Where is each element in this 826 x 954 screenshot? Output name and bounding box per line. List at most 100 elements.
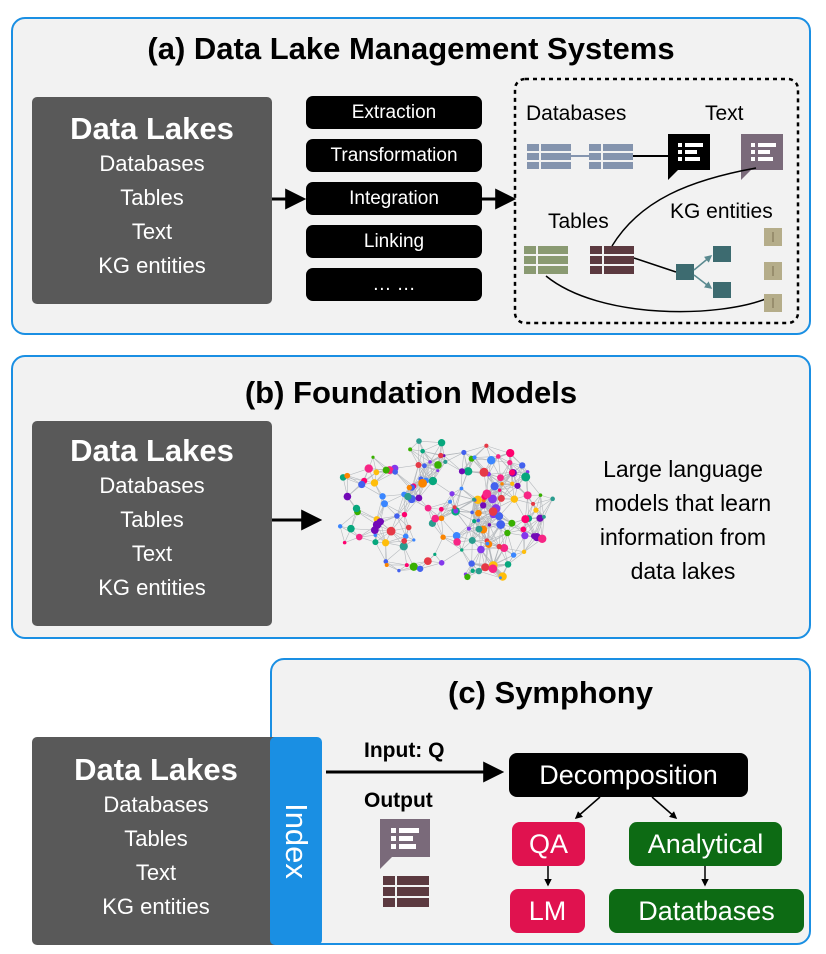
foundation-model-description: Large language models that learn informa… — [568, 452, 798, 588]
brain-node — [386, 526, 396, 536]
brain-node — [498, 576, 502, 580]
brain-node — [418, 478, 428, 488]
brain-node — [452, 505, 457, 510]
qa-box: QA — [512, 822, 585, 866]
brain-node — [443, 459, 448, 464]
lake-item: Databases — [99, 151, 205, 176]
brain-node — [490, 482, 499, 491]
kg-chain-icon — [764, 228, 782, 312]
brain-node — [401, 538, 408, 544]
brain-node — [449, 491, 455, 497]
lake-item: Tables — [120, 185, 184, 210]
output-label: Output — [364, 789, 433, 812]
step-extraction: Extraction — [306, 96, 482, 129]
brain-node — [472, 497, 476, 502]
brain-node — [431, 514, 440, 523]
step-linking: Linking — [306, 225, 482, 258]
brain-node — [521, 515, 530, 524]
brain-node — [372, 539, 379, 546]
table-icon — [524, 246, 568, 274]
lake-item: Tables — [124, 826, 188, 851]
brain-node — [436, 469, 440, 473]
brain-node — [428, 476, 438, 486]
lake-item: Text — [131, 541, 173, 566]
label-text: Text — [705, 102, 744, 125]
brain-node — [379, 493, 386, 500]
brain-node — [453, 538, 461, 546]
brain-node — [506, 448, 515, 458]
brain-node — [470, 510, 474, 515]
brain-node — [347, 524, 355, 533]
brain-node — [434, 461, 442, 469]
brain-node — [384, 562, 389, 567]
brain-node — [496, 520, 506, 529]
brain-node — [382, 466, 390, 474]
brain-node — [370, 479, 379, 487]
label-databases: Databases — [526, 102, 627, 125]
brain-node — [428, 460, 432, 464]
lake-item: KG entities — [98, 253, 206, 278]
brain-node — [536, 514, 544, 522]
brain-node — [508, 519, 516, 527]
brain-node — [461, 449, 467, 456]
brain-node — [452, 532, 461, 540]
brain-node — [458, 468, 466, 475]
brain-node — [424, 504, 432, 512]
brain-node — [438, 560, 445, 566]
brain-node — [438, 506, 444, 512]
brain-node — [392, 469, 398, 475]
brain-node — [438, 515, 445, 522]
brain-node — [383, 559, 389, 564]
description-line: Large language — [603, 456, 763, 482]
brain-node — [510, 495, 519, 503]
brain-node — [420, 448, 425, 454]
brain-node — [476, 518, 481, 523]
text-document-icon — [380, 819, 430, 869]
brain-node — [495, 454, 501, 459]
brain-node — [504, 529, 511, 537]
brain-node — [459, 486, 464, 491]
data-lakes-box-b: Data Lakes Databases Tables Text KG enti… — [32, 421, 272, 626]
brain-node — [464, 573, 471, 581]
step-integration: Integration — [306, 182, 482, 215]
decomposition-box: Decomposition — [509, 753, 748, 797]
brain-node — [440, 534, 446, 540]
databases-box: Datatbases — [609, 889, 804, 933]
brain-node — [408, 447, 413, 452]
brain-node — [472, 519, 477, 524]
brain-node — [485, 541, 490, 546]
brain-node — [406, 484, 413, 491]
brain-node — [373, 533, 378, 537]
brain-node — [497, 474, 504, 482]
brain-node — [404, 563, 409, 568]
brain-node — [542, 514, 546, 519]
brain-node — [468, 560, 475, 567]
brain-node — [416, 565, 424, 572]
lake-item: Text — [131, 219, 173, 244]
brain-node — [399, 542, 408, 551]
label-tables: Tables — [548, 210, 609, 233]
brain-node — [531, 501, 536, 506]
data-lakes-title: Data Lakes — [70, 433, 234, 468]
lake-item: Databases — [99, 473, 205, 498]
brain-node — [470, 568, 475, 573]
brain-node — [477, 545, 485, 554]
brain-node — [344, 472, 351, 479]
input-label: Input: Q — [364, 739, 445, 762]
brain-node — [500, 482, 504, 486]
brain-node — [370, 526, 379, 535]
brain-node — [479, 502, 487, 509]
lake-item: KG entities — [102, 894, 210, 919]
brain-node — [472, 455, 477, 460]
analytical-box: Analytical — [629, 822, 782, 866]
output-dashed-box — [513, 77, 800, 325]
data-lakes-title: Data Lakes — [74, 752, 238, 787]
data-lakes-title: Data Lakes — [70, 111, 234, 146]
data-lakes-box-c: Data Lakes Databases Tables Text KG enti… — [32, 737, 280, 945]
brain-node — [475, 525, 483, 533]
brain-node — [550, 496, 555, 502]
brain-node — [364, 464, 373, 473]
brain-node — [394, 513, 400, 519]
brain-node — [521, 532, 529, 540]
